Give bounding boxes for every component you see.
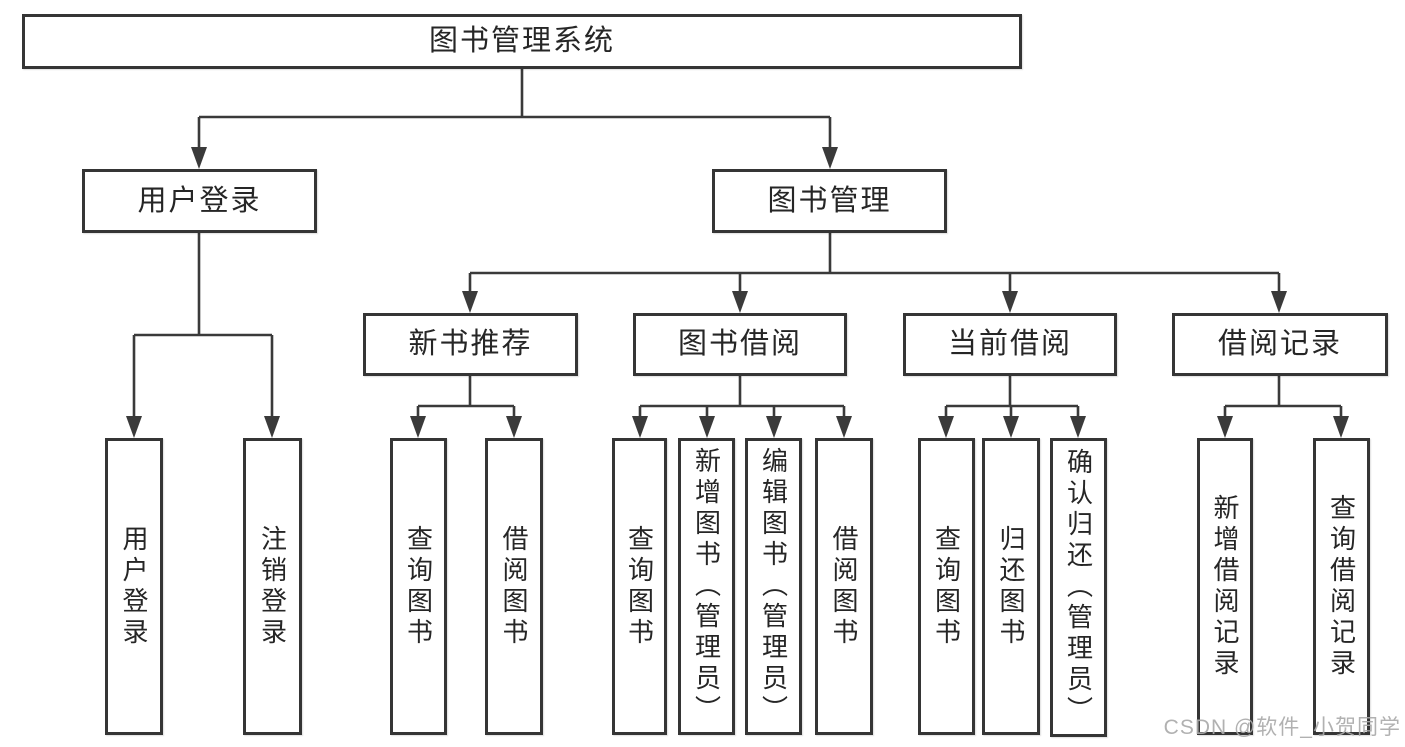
node-borrow-records: 借阅记录 [1172, 313, 1388, 376]
leaf-add-book-admin: 新增图书（管理员） [678, 438, 735, 735]
leaf-query-book-2: 查询图书 [612, 438, 667, 735]
node-label: 图书管理 [767, 184, 892, 217]
node-label: 当前借阅 [947, 328, 1072, 360]
node-label: 归还图书 [996, 524, 1026, 649]
node-book-borrow: 图书借阅 [633, 313, 847, 376]
node-label: 借阅图书 [499, 524, 529, 649]
node-user-login: 用户登录 [82, 169, 317, 233]
node-root-library-system: 图书管理系统 [22, 14, 1022, 69]
node-label: 新增借阅记录 [1210, 493, 1240, 680]
node-label: 查询图书 [931, 524, 962, 649]
leaf-return-book: 归还图书 [982, 438, 1040, 735]
leaf-borrow-book-2: 借阅图书 [815, 438, 873, 735]
node-label: 确认归还（管理员） [1063, 448, 1094, 727]
leaf-logout: 注销登录 [243, 438, 302, 735]
node-label: 查询借阅记录 [1326, 493, 1357, 680]
node-label: 用户登录 [119, 524, 149, 649]
node-label: 借阅记录 [1217, 328, 1342, 360]
node-label: 查询图书 [624, 524, 655, 649]
node-new-book-recommend: 新书推荐 [363, 313, 578, 376]
csdn-watermark: CSDN @软件_小贺同学 [1163, 716, 1401, 739]
leaf-user-login: 用户登录 [105, 438, 163, 735]
leaf-query-borrow-record: 查询借阅记录 [1313, 438, 1370, 735]
node-label: 图书管理系统 [428, 25, 615, 57]
leaf-query-book: 查询图书 [390, 438, 447, 735]
node-label: 注销登录 [257, 524, 288, 649]
node-label: 用户登录 [137, 184, 262, 217]
leaf-confirm-return-admin: 确认归还（管理员） [1050, 438, 1107, 737]
node-label: 图书借阅 [677, 328, 802, 360]
node-label: 查询图书 [403, 524, 434, 649]
leaf-borrow-book: 借阅图书 [485, 438, 543, 735]
node-book-management: 图书管理 [712, 169, 947, 233]
leaf-add-borrow-record: 新增借阅记录 [1197, 438, 1253, 735]
leaf-edit-book-admin: 编辑图书（管理员） [745, 438, 802, 735]
node-label: 新增图书（管理员） [691, 447, 722, 726]
node-current-borrow: 当前借阅 [903, 313, 1117, 376]
node-label: 新书推荐 [408, 328, 533, 360]
leaf-query-book-3: 查询图书 [918, 438, 975, 735]
node-label: 编辑图书（管理员） [758, 447, 789, 726]
node-label: 借阅图书 [829, 524, 859, 649]
